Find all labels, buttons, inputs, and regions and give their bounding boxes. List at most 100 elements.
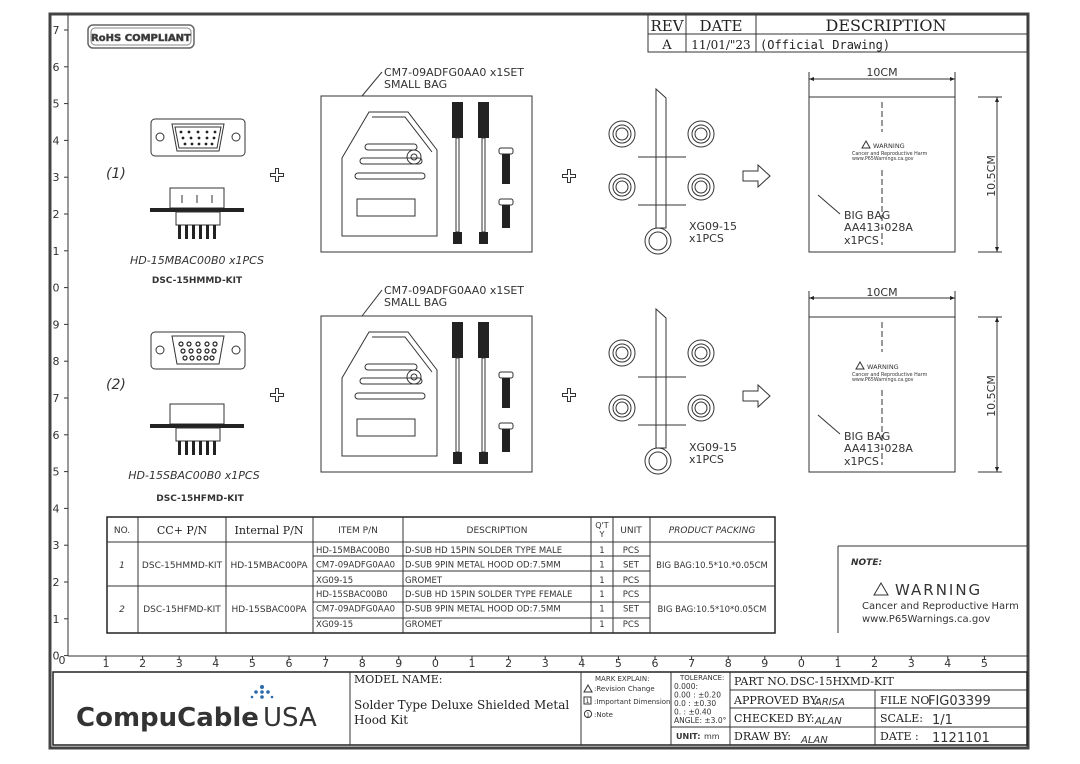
tolerance-line: 0.00 : ±0.20 <box>674 691 721 700</box>
kit-1-bag-pn: CM7-09ADFG0AA0 x1SET <box>384 66 524 79</box>
bom-row-no: 2 <box>119 605 125 615</box>
description-header: DESCRIPTION <box>826 16 947 35</box>
model-line2: Hood Kit <box>354 713 408 727</box>
kit-2-screws <box>452 322 514 464</box>
kit-1-gromet-qty: x1PCS <box>689 232 724 245</box>
file-value: FIG03399 <box>928 694 991 709</box>
bom-item-unit: PCS <box>623 546 639 556</box>
ruler-tick-label: 1 <box>53 613 60 626</box>
ruler-origin: 0 <box>59 654 66 667</box>
kit-1-kit-name: DSC-15HMMD-KIT <box>152 276 243 286</box>
model-label: MODEL NAME: <box>354 673 443 686</box>
bom-row-internal: HD-15SBAC00PA <box>231 605 307 615</box>
ruler-tick-label: 8 <box>725 657 732 670</box>
kit-2-metal-hood <box>341 331 438 457</box>
ruler-tick-label: 4 <box>212 657 219 670</box>
part-label: PART NO. <box>734 675 789 688</box>
kit-2-gromet-pn: XG09-15 <box>689 441 737 454</box>
mark-explain-label: MARK EXPLAIN: <box>595 675 649 683</box>
scale-value: 1/1 <box>932 713 953 728</box>
rohs-text: RoHS COMPLIANT <box>91 33 191 44</box>
mark-important: :Important Dimension <box>594 698 671 706</box>
ruler-tick-label: 2 <box>53 208 60 221</box>
bom-row-packing: BIG BAG:10.5*10*0.05CM <box>657 605 766 615</box>
kit-2-big-bag-label: BIG BAG <box>844 430 890 443</box>
approved-signature: ARISA <box>814 697 845 708</box>
ruler-tick-label: 5 <box>981 657 988 670</box>
ruler-tick-label: 7 <box>53 24 60 37</box>
ruler-tick-label: 6 <box>652 657 659 670</box>
kit-2-small-bag <box>320 315 533 473</box>
ruler-tick-label: 3 <box>908 657 915 670</box>
unit-label: UNIT: <box>676 732 700 741</box>
ruler-tick-label: 0 <box>432 657 439 670</box>
ruler-tick-label: 3 <box>176 657 183 670</box>
kit-1-metal-hood <box>341 111 438 237</box>
note-warning-title: WARNING <box>895 581 982 599</box>
ruler-tick-label: 2 <box>139 657 146 670</box>
tolerance-line: ANGLE: ±3.0° <box>674 716 727 725</box>
bom-item-pn: CM7-09ADFG0AA0 <box>316 605 395 615</box>
bom-item-pn: XG09-15 <box>316 620 353 630</box>
ruler-tick-label: 8 <box>359 657 366 670</box>
kit-2-bag-pn: CM7-09ADFG0AA0 x1SET <box>384 284 524 297</box>
rev-value: A <box>661 38 672 53</box>
ruler-tick-label: 0 <box>53 282 60 295</box>
kit-1-gromet <box>608 87 715 255</box>
note-warning-line1: Cancer and Reproductive Harm <box>862 601 1019 612</box>
bom-item-pn: XG09-15 <box>316 576 353 586</box>
ruler-tick-label: 3 <box>53 171 60 184</box>
ruler-tick-label: 9 <box>53 318 60 331</box>
date-label: DATE : <box>880 730 919 743</box>
ruler-tick-label: 2 <box>53 576 60 589</box>
bom-item-pn: HD-15SBAC00B0 <box>316 590 388 600</box>
logo-usa: USA <box>263 703 317 733</box>
bom-item-qty: 1 <box>599 605 604 615</box>
kit-1-bag-height: 10.5CM <box>985 155 998 197</box>
kit-1-warning-line1: Cancer and Reproductive Harm <box>852 151 928 157</box>
kit-2-bag-height: 10.5CM <box>985 375 998 417</box>
bom-item-qty: 1 <box>599 620 604 630</box>
ruler-tick-label: 5 <box>249 657 256 670</box>
ruler-tick-label: 5 <box>53 466 60 479</box>
ruler-tick-label: 1 <box>835 657 842 670</box>
ruler-tick-label: 8 <box>53 355 60 368</box>
ruler-tick-label: 5 <box>615 657 622 670</box>
bom-row-ccp: DSC-15HFMD-KIT <box>143 605 221 615</box>
ruler-tick-label: 2 <box>505 657 512 670</box>
kit-2: (2) HD-15SBAC00B0 x1PCS DSC-15HFMD-KIT C… <box>106 284 1002 504</box>
kit-2-connector-pn: HD-15SBAC00B0 x1PCS <box>128 469 260 482</box>
kit-1-bag-width: 10CM <box>866 66 897 79</box>
kit-1: (1) HD-15MBAC00B0 x1PCS DSC-15HMMD <box>106 66 1002 286</box>
bom-table: NO. CC+ P/N Internal P/N ITEM P/N DESCRI… <box>106 516 776 634</box>
mark-revision: :Revision Change <box>594 685 655 693</box>
kit-1-big-bag-pn: AA413-028A <box>844 221 913 234</box>
logo-compucable: CompuCable <box>76 703 259 733</box>
kit-1-index: (1) <box>106 166 126 182</box>
bom-row-packing: BIG BAG:10.5*10.*0.05CM <box>656 561 768 571</box>
bom-row-no: 1 <box>119 561 125 571</box>
tolerance-label: TOLERANCE: <box>679 674 724 682</box>
kit-2-warning-line2: www.P65Warnings.ca.gov <box>852 377 914 383</box>
ruler-tick-label: 1 <box>103 657 110 670</box>
kit-2-big-bag-qty: x1PCS <box>844 455 879 468</box>
ruler-tick-label: 1 <box>53 245 60 258</box>
unit-value: mm <box>704 732 720 741</box>
bom-header-ccp: CC+ P/N <box>157 524 208 537</box>
bom-row-internal: HD-15MBAC00PA <box>230 561 308 571</box>
kit-1-big-bag-qty: x1PCS <box>844 234 879 247</box>
bom-header-description: DESCRIPTION <box>467 526 528 536</box>
tolerance-line: 0. : ±0.40 <box>674 708 712 717</box>
kit-1-small-bag <box>320 95 533 253</box>
bom-row-ccp: DSC-15HMMD-KIT <box>142 561 223 571</box>
kit-2-connector-side <box>150 403 244 455</box>
revision-mark-icon <box>583 683 593 693</box>
revision-table: REV DATE DESCRIPTION A 11/01/"23 (Offici… <box>647 14 1028 53</box>
bom-header-internal: Internal P/N <box>234 524 303 537</box>
file-label: FILE NO. <box>880 694 932 707</box>
draw-label: DRAW BY: <box>734 730 791 743</box>
arrow-right-icon <box>742 383 771 409</box>
kit-1-screws <box>452 102 514 244</box>
